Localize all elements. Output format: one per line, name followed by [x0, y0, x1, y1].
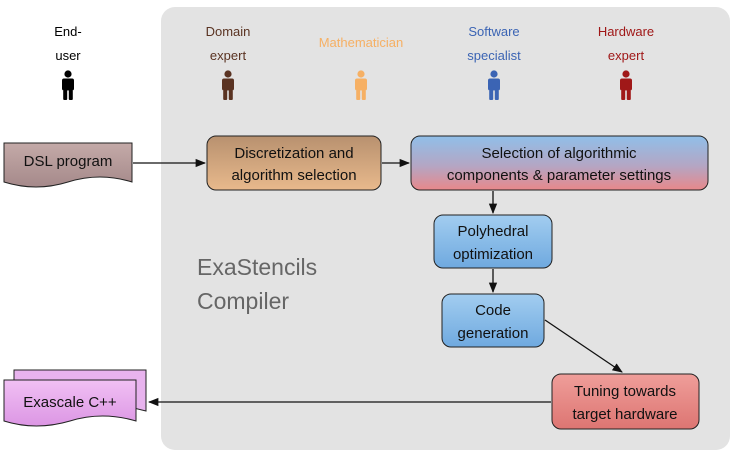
role-domain-expert-line1: Domain [206, 24, 251, 39]
compiler-label-line2: Compiler [197, 288, 289, 314]
role-end-user-line1: End- [54, 24, 81, 39]
step-codegen-line2: generation [458, 325, 529, 342]
role-mathematician-line1: Mathematician [319, 35, 404, 50]
exascale-output-label: Exascale C++ [23, 394, 117, 411]
step-polyhedral-line1: Polyhedral [458, 223, 529, 240]
role-domain-expert: Domain expert [206, 24, 251, 100]
role-hardware-expert: Hardware expert [598, 24, 654, 100]
compiler-label: ExaStencils Compiler [197, 254, 317, 314]
person-icon [62, 70, 74, 100]
dsl-program-document: DSL program [3, 142, 133, 188]
step-discretization-line1: Discretization and [234, 145, 353, 162]
step-tuning-line2: target hardware [572, 406, 677, 423]
role-mathematician: Mathematician [319, 35, 404, 100]
arrow-codegen-to-tuning [544, 319, 623, 373]
compiler-label-line1: ExaStencils [197, 254, 317, 280]
step-selection: Selection of algorithmic components & pa… [410, 135, 709, 191]
role-hardware-expert-line1: Hardware [598, 24, 654, 39]
exascale-output-document: Exascale C++ [3, 369, 147, 427]
step-codegen-line1: Code [475, 302, 511, 319]
step-tuning: Tuning towards target hardware [551, 373, 700, 430]
role-software-specialist: Software specialist [467, 24, 521, 100]
dsl-program-label: DSL program [24, 153, 113, 170]
step-discretization-line2: algorithm selection [231, 167, 356, 184]
step-polyhedral-line2: optimization [453, 246, 533, 263]
step-selection-line2: components & parameter settings [447, 167, 671, 184]
role-software-specialist-line2: specialist [467, 48, 521, 63]
role-end-user: End- user [54, 24, 82, 100]
step-polyhedral: Polyhedral optimization [433, 214, 553, 269]
step-selection-line1: Selection of algorithmic [481, 145, 637, 162]
step-tuning-line1: Tuning towards [574, 383, 676, 400]
role-hardware-expert-line2: expert [608, 48, 645, 63]
role-software-specialist-line1: Software [468, 24, 519, 39]
step-codegen: Code generation [441, 293, 545, 348]
role-domain-expert-line2: expert [210, 48, 247, 63]
role-end-user-line2: user [55, 48, 81, 63]
step-discretization: Discretization and algorithm selection [206, 135, 382, 191]
